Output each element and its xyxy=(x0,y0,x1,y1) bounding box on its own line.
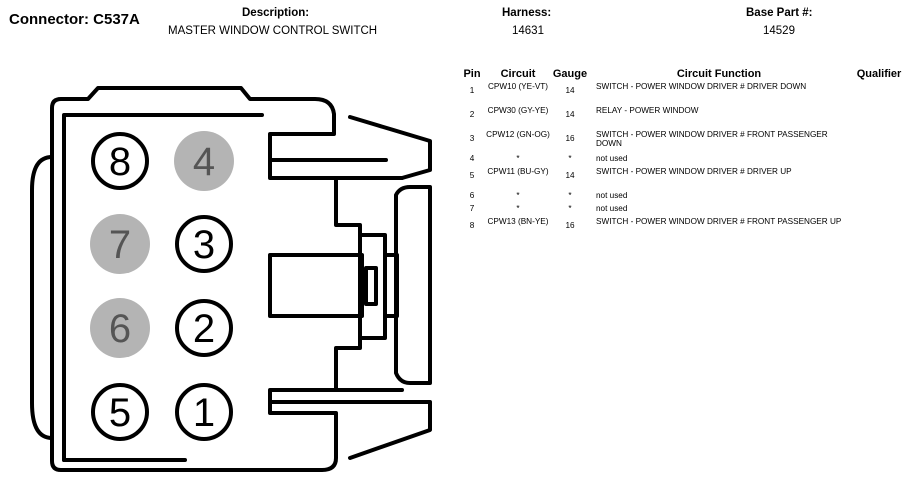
pin-cavity-7: 7 xyxy=(90,214,150,274)
pin-circle xyxy=(90,214,150,274)
cell-pin: 8 xyxy=(469,221,475,230)
table-row: 2 CPW30 (GY-YE) 14 RELAY - POWER WINDOW xyxy=(458,106,910,130)
cell-qualifier xyxy=(848,217,910,241)
connector-title: Connector: C537A xyxy=(9,11,140,28)
pin-circle xyxy=(91,383,149,441)
cell-circuit: * xyxy=(516,154,520,163)
pin-table-header: Pin Circuit Gauge Circuit Function Quali… xyxy=(458,68,910,82)
pin-number: 5 xyxy=(109,391,131,435)
cell-function: not used xyxy=(596,204,628,213)
pin-number: 8 xyxy=(109,140,131,184)
cell-qualifier xyxy=(848,154,910,167)
center-key xyxy=(268,253,364,318)
base-part-label: Base Part #: xyxy=(746,7,813,19)
upper-latch xyxy=(348,115,432,180)
housing-outline xyxy=(50,86,362,472)
cell-function: SWITCH - POWER WINDOW DRIVER # DRIVER DO… xyxy=(596,82,807,91)
cell-qualifier xyxy=(848,82,910,106)
cell-function: SWITCH - POWER WINDOW DRIVER # FRONT PAS… xyxy=(596,130,828,148)
key-slot xyxy=(358,233,387,340)
cell-function: not used xyxy=(596,154,628,163)
cell-circuit: CPW10 (YE-VT) xyxy=(487,82,549,91)
cell-gauge: * xyxy=(568,191,572,200)
pin-circle xyxy=(90,298,150,358)
cell-circuit: * xyxy=(516,191,520,200)
cell-pin: 2 xyxy=(469,110,475,119)
description-value: MASTER WINDOW CONTROL SWITCH xyxy=(168,25,378,37)
cell-gauge: 14 xyxy=(565,110,575,119)
table-row: 8 CPW13 (BN-YE) 16 SWITCH - POWER WINDOW… xyxy=(458,217,910,241)
cavity-line xyxy=(62,113,264,462)
pin-cavity-4: 4 xyxy=(174,131,234,191)
table-row: 4 * * not used xyxy=(458,154,910,167)
pin-circle xyxy=(175,299,233,357)
pin-circle xyxy=(175,215,233,273)
column-header-pin: Pin xyxy=(463,68,481,80)
column-header-circuit: Circuit xyxy=(500,68,536,80)
pin-cavity-3: 3 xyxy=(175,215,233,273)
pin-number: 7 xyxy=(109,223,131,267)
pin-table: Pin Circuit Gauge Circuit Function Quali… xyxy=(458,68,910,241)
pin-cavity-1: 1 xyxy=(175,383,233,441)
table-row: 1 CPW10 (YE-VT) 14 SWITCH - POWER WINDOW… xyxy=(458,82,910,106)
connector-face-diagram: 8 4 7 3 6 2 5 1 xyxy=(30,86,432,472)
cell-gauge: 16 xyxy=(565,134,575,143)
harness-label: Harness: xyxy=(502,7,552,19)
cell-pin: 7 xyxy=(469,204,475,213)
locking-tab xyxy=(394,185,432,385)
table-row: 5 CPW11 (BU-GY) 14 SWITCH - POWER WINDOW… xyxy=(458,167,910,191)
cell-pin: 1 xyxy=(469,86,475,95)
cell-circuit: CPW13 (BN-YE) xyxy=(487,217,549,226)
cell-circuit: CPW12 (GN-OG) xyxy=(486,130,550,139)
cell-pin: 3 xyxy=(469,134,475,143)
cell-qualifier xyxy=(848,191,910,204)
pin-number: 2 xyxy=(193,307,215,351)
base-part-value: 14529 xyxy=(763,25,795,37)
harness-value: 14631 xyxy=(512,25,544,37)
cell-gauge: 14 xyxy=(565,86,575,95)
cell-qualifier xyxy=(848,106,910,130)
pin-number: 3 xyxy=(193,223,215,267)
lower-latch xyxy=(268,400,432,460)
cell-circuit: CPW30 (GY-YE) xyxy=(487,106,549,115)
pin-cavity-6: 6 xyxy=(90,298,150,358)
pin-circle xyxy=(175,383,233,441)
cell-pin: 6 xyxy=(469,191,475,200)
cell-gauge: 16 xyxy=(565,221,575,230)
cell-gauge: * xyxy=(568,154,572,163)
pin-cavity-5: 5 xyxy=(91,383,149,441)
description-label: Description: xyxy=(242,7,310,19)
left-latch xyxy=(30,155,54,440)
cell-gauge: 14 xyxy=(565,171,575,180)
cell-circuit: CPW11 (BU-GY) xyxy=(487,167,549,176)
cell-circuit: * xyxy=(516,204,520,213)
pin-circle xyxy=(174,131,234,191)
cell-qualifier xyxy=(848,204,910,217)
cell-pin: 5 xyxy=(469,171,475,180)
column-header-qualifier: Qualifier xyxy=(856,68,902,80)
cell-gauge: * xyxy=(568,204,572,213)
cell-qualifier xyxy=(848,130,910,154)
key-slot xyxy=(364,266,378,306)
cell-function: RELAY - POWER WINDOW xyxy=(596,106,699,115)
cell-function: SWITCH - POWER WINDOW DRIVER # DRIVER UP xyxy=(596,167,792,176)
table-row: 6 * * not used xyxy=(458,191,910,204)
connector-housing xyxy=(30,86,432,472)
table-row: 7 * * not used xyxy=(458,204,910,217)
pin-number: 4 xyxy=(193,140,215,184)
pin-layer: 8 4 7 3 6 2 5 1 xyxy=(90,131,234,441)
column-header-circuit-function: Circuit Function xyxy=(676,68,762,80)
pin-number: 6 xyxy=(109,307,131,351)
pin-circle xyxy=(91,132,149,190)
key-slot xyxy=(383,253,399,318)
pin-cavity-8: 8 xyxy=(91,132,149,190)
cell-qualifier xyxy=(848,167,910,191)
table-row: 3 CPW12 (GN-OG) 16 SWITCH - POWER WINDOW… xyxy=(458,130,910,154)
cell-function: not used xyxy=(596,191,628,200)
column-header-gauge: Gauge xyxy=(552,68,588,80)
pin-number: 1 xyxy=(193,391,215,435)
cell-pin: 4 xyxy=(469,154,475,163)
pin-cavity-2: 2 xyxy=(175,299,233,357)
cell-function: SWITCH - POWER WINDOW DRIVER # FRONT PAS… xyxy=(596,217,842,226)
